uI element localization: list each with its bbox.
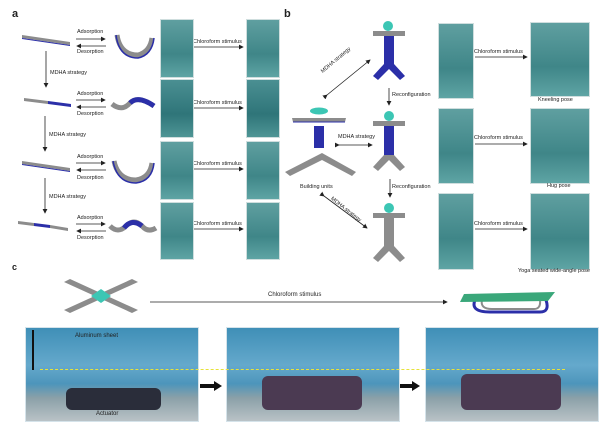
adsorption-label: Adsorption: [77, 91, 104, 97]
strip-photo-before: [160, 79, 194, 138]
reconfiguration-label: Reconfiguration: [392, 92, 431, 98]
robot-photo-kneeling: [530, 22, 590, 97]
aluminum-sheet-label: Aluminum sheet: [75, 333, 119, 339]
desorption-label: Desorption: [77, 49, 104, 55]
stimulus-label: Chloroform stimulus: [474, 49, 523, 55]
actuator-shape: [66, 388, 161, 410]
pose-label-hug: Hug pose: [547, 183, 571, 189]
stimulus-label: Chloroform stimulus: [474, 221, 523, 227]
adsorption-label: Adsorption: [77, 215, 104, 221]
strip-photo-before: [160, 141, 194, 200]
strip-row2: [24, 98, 71, 107]
desorption-label: Desorption: [77, 175, 104, 181]
panel-label-b: b: [284, 8, 291, 20]
stimulus-label: Chloroform stimulus: [193, 39, 242, 45]
robot-photo-before: [438, 193, 474, 270]
stimulus-label: Chloroform stimulus: [268, 292, 322, 298]
panel-label-a: a: [12, 8, 19, 20]
stimulus-label: Chloroform stimulus: [193, 161, 242, 167]
actuator-shape: [461, 374, 561, 410]
desorption-label: Desorption: [77, 111, 104, 117]
stimulus-label: Chloroform stimulus: [474, 135, 523, 141]
robot-photo-before: [438, 108, 474, 184]
pose-label-kneeling: Kneeling pose: [538, 97, 573, 103]
pose-label-yoga: Yoga seated wide-angle pose: [518, 268, 590, 274]
adsorption-label: Adsorption: [77, 154, 104, 160]
desorption-label: Desorption: [77, 235, 104, 241]
strip-photo-after: [246, 19, 280, 78]
mdha-strategy-label: MDHA strategy: [50, 70, 87, 76]
strip-photo-after: [246, 141, 280, 200]
mdha-strategy-label: MDHA strategy: [49, 194, 86, 200]
strip-photo-after: [246, 79, 280, 138]
robot-photo-before: [438, 23, 474, 99]
panel-label-c: c: [12, 262, 18, 272]
reconfiguration-label: Reconfiguration: [392, 184, 431, 190]
strip-row1: [22, 35, 70, 46]
actuator-photo-middle: [226, 327, 400, 422]
strip-row3: [22, 161, 70, 172]
strip-photo-before: [160, 202, 194, 260]
stimulus-label: Chloroform stimulus: [193, 221, 242, 227]
actuator-photo-final: [425, 327, 599, 422]
adsorption-label: Adsorption: [77, 29, 104, 35]
mdha-strategy-label: MDHA strategy: [338, 134, 375, 140]
building-units-label: Building units: [300, 184, 333, 190]
reference-dashed-line: [40, 369, 565, 370]
scale-bar: [32, 330, 34, 370]
robot-photo-hug: [530, 108, 590, 184]
strip-row4: [18, 221, 68, 231]
strip-photo-after: [246, 202, 280, 260]
strip-photo-before: [160, 19, 194, 78]
mdha-strategy-label: MDHA strategy: [49, 132, 86, 138]
stimulus-label: Chloroform stimulus: [193, 100, 242, 106]
actuator-shape: [262, 376, 362, 410]
actuator-photo-initial: [25, 327, 199, 422]
robot-photo-yoga: [530, 193, 590, 270]
actuator-label: Actuator: [96, 411, 119, 417]
